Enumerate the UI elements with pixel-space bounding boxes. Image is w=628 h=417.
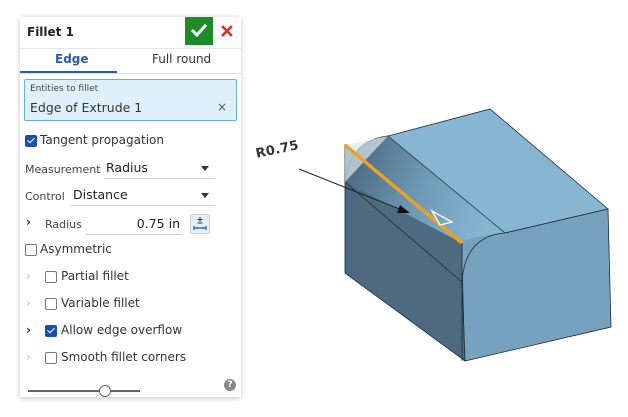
cancel-button[interactable] xyxy=(216,17,238,45)
preview-slider[interactable] xyxy=(28,385,140,397)
control-label: Control xyxy=(25,190,65,203)
extruded-body[interactable] xyxy=(343,108,612,362)
fillet-dialog: Fillet 1 Edge Full round Entities to fil… xyxy=(20,17,241,397)
radius-input[interactable]: 0.75 in xyxy=(86,214,182,235)
partial-fillet-checkbox[interactable] xyxy=(45,271,57,283)
slider-thumb[interactable] xyxy=(99,385,111,397)
control-select[interactable]: Distance xyxy=(71,185,215,206)
flip-dimension-button[interactable] xyxy=(190,214,210,234)
expand-chevron-icon[interactable]: › xyxy=(26,350,31,364)
plus-minus-dimension-icon xyxy=(193,217,207,230)
measurement-row: Measurement Radius xyxy=(20,158,241,180)
header-divider xyxy=(20,48,241,49)
asymmetric-row: Asymmetric xyxy=(20,241,241,263)
expand-chevron-icon[interactable]: › xyxy=(26,215,31,229)
allow-edge-overflow-checkbox[interactable] xyxy=(45,325,57,337)
dropdown-caret-icon xyxy=(201,166,209,171)
model-viewport[interactable] xyxy=(241,0,628,417)
partial-fillet-row: › Partial fillet xyxy=(20,268,241,290)
dimension-leader-line xyxy=(298,168,403,211)
ghost-corner xyxy=(345,136,388,182)
dropdown-caret-icon xyxy=(201,193,209,198)
measurement-value: Radius xyxy=(106,160,148,175)
radius-label: Radius xyxy=(45,218,82,231)
help-icon[interactable]: ? xyxy=(224,379,236,391)
expand-chevron-icon[interactable]: › xyxy=(26,296,31,310)
expand-chevron-icon[interactable]: › xyxy=(26,323,31,337)
smooth-fillet-corners-checkbox[interactable] xyxy=(45,352,57,364)
expand-chevron-icon[interactable]: › xyxy=(26,269,31,283)
smooth-fillet-corners-label: Smooth fillet corners xyxy=(61,350,187,364)
tab-full-round[interactable]: Full round xyxy=(152,52,212,66)
tangent-propagation-row: Tangent propagation xyxy=(20,132,241,154)
confirm-button[interactable] xyxy=(185,17,213,45)
tab-edge[interactable]: Edge xyxy=(55,52,89,66)
variable-fillet-checkbox[interactable] xyxy=(45,298,57,310)
dialog-title: Fillet 1 xyxy=(27,25,74,39)
control-row: Control Distance xyxy=(20,185,241,207)
variable-fillet-row: › Variable fillet xyxy=(20,295,241,317)
close-x-icon xyxy=(221,25,233,37)
asymmetric-label: Asymmetric xyxy=(40,242,112,256)
tab-bar: Edge Full round xyxy=(20,49,241,74)
slider-track xyxy=(28,390,140,392)
allow-edge-overflow-label: Allow edge overflow xyxy=(61,323,183,337)
front-face[interactable] xyxy=(462,209,611,361)
entities-to-fillet-field[interactable]: Entities to fillet Edge of Extrude 1 × xyxy=(24,79,237,121)
entities-label: Entities to fillet xyxy=(30,84,99,94)
allow-edge-overflow-row: › Allow edge overflow xyxy=(20,322,241,344)
tangent-propagation-checkbox[interactable] xyxy=(25,135,37,147)
control-value: Distance xyxy=(73,187,128,202)
asymmetric-checkbox[interactable] xyxy=(25,244,37,256)
drag-manipulator-arrow[interactable] xyxy=(430,209,454,226)
measurement-label: Measurement xyxy=(25,163,101,176)
active-tab-indicator xyxy=(20,71,117,73)
radius-row: › Radius 0.75 in xyxy=(20,214,241,236)
smooth-fillet-corners-row: › Smooth fillet corners xyxy=(20,349,241,371)
measurement-select[interactable]: Radius xyxy=(104,158,215,179)
dialog-header: Fillet 1 xyxy=(20,17,241,47)
variable-fillet-label: Variable fillet xyxy=(61,296,140,310)
radius-value: 0.75 in xyxy=(136,216,180,231)
checkmark-icon xyxy=(191,24,207,38)
selected-edge[interactable] xyxy=(343,143,464,245)
entities-value: Edge of Extrude 1 xyxy=(30,100,143,115)
clear-selection-icon[interactable]: × xyxy=(217,100,228,114)
tangent-propagation-label: Tangent propagation xyxy=(40,133,164,147)
dimension-arrowhead xyxy=(397,205,410,213)
partial-fillet-label: Partial fillet xyxy=(61,269,129,283)
